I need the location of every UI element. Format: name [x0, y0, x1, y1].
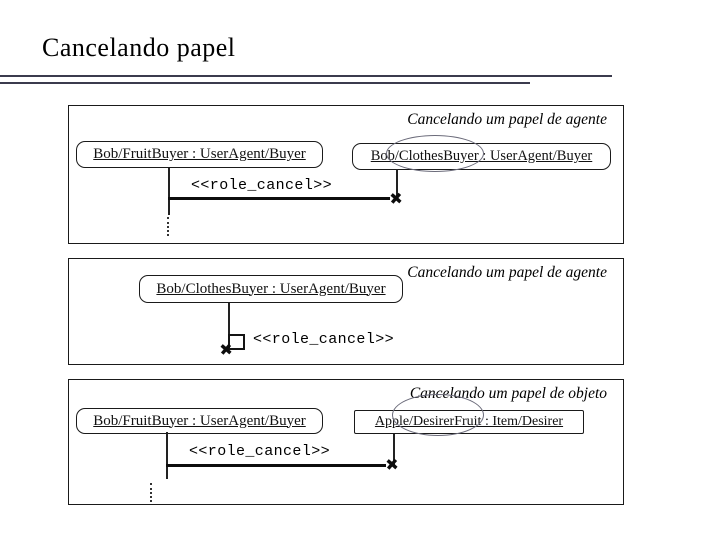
- lifeline: [228, 303, 230, 334]
- self-call-activation-box: [228, 334, 245, 350]
- message-label: <<role_cancel>>: [253, 331, 395, 348]
- message-label: <<role_cancel>>: [191, 177, 333, 194]
- lifeline-right: [396, 169, 398, 199]
- role-highlight-ellipse: [392, 394, 484, 436]
- sequence-panel-cancel-agent-message: Cancelando um papel de agente Bob/FruitB…: [68, 105, 624, 244]
- role-highlight-ellipse: [386, 135, 484, 172]
- message-label: <<role_cancel>>: [189, 443, 331, 460]
- message-line: [166, 464, 386, 467]
- lifeline-right: [393, 434, 395, 465]
- title-rule-top: [0, 75, 612, 77]
- lifeline-left-continuation: [167, 217, 169, 236]
- destroy-x-icon: ✖: [384, 454, 400, 474]
- lifeline-left-continuation: [150, 483, 152, 502]
- destroy-x-icon: ✖: [218, 339, 234, 359]
- message-line: [168, 197, 390, 200]
- object-label: Bob/FruitBuyer : UserAgent/Buyer: [93, 146, 306, 162]
- panel-caption: Cancelando um papel de agente: [407, 264, 607, 281]
- object-label: Bob/ClothesBuyer : UserAgent/Buyer: [156, 280, 386, 297]
- lifeline-left: [166, 432, 168, 479]
- sequence-panel-cancel-object-message: Cancelando um papel de objeto Bob/FruitB…: [68, 379, 624, 505]
- object-box-bob-fruitbuyer: Bob/FruitBuyer : UserAgent/Buyer: [76, 408, 323, 434]
- panel-caption: Cancelando um papel de agente: [407, 111, 607, 128]
- object-box-bob-clothesbuyer: Bob/ClothesBuyer : UserAgent/Buyer: [139, 275, 403, 303]
- destroy-x-icon: ✖: [388, 188, 404, 208]
- object-box-bob-fruitbuyer: Bob/FruitBuyer : UserAgent/Buyer: [76, 141, 323, 168]
- lifeline-left: [168, 168, 170, 215]
- title-rule-bottom: [0, 82, 530, 84]
- sequence-panel-cancel-agent-self: Cancelando um papel de agente Bob/Clothe…: [68, 258, 624, 365]
- object-label: Bob/FruitBuyer : UserAgent/Buyer: [93, 412, 306, 429]
- page-title: Cancelando papel: [42, 33, 236, 62]
